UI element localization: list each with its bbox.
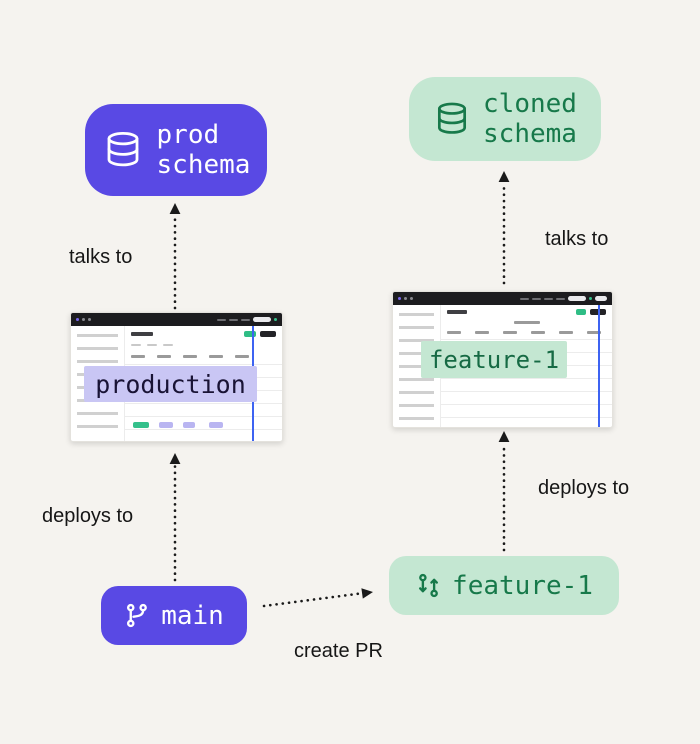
green-button-skeleton [244, 331, 256, 337]
column-header-skeleton [475, 331, 489, 334]
status-dot-icon [274, 318, 277, 321]
column-header-skeleton [183, 355, 197, 358]
feature-branch-label: feature-1 [452, 570, 593, 601]
page-title-skeleton [447, 310, 467, 314]
nav-skeleton [544, 297, 553, 300]
page-title-skeleton [131, 332, 153, 336]
arrow-production-to-prod-schema [169, 203, 181, 310]
column-header-skeleton [587, 331, 601, 334]
git-pull-request-icon [419, 573, 439, 598]
header-button-skeleton [568, 296, 586, 301]
column-header-skeleton [559, 331, 573, 334]
database-icon [107, 131, 138, 167]
production-env-badge: production [84, 366, 257, 402]
window-dot-icon [404, 297, 407, 300]
column-header-skeleton [131, 355, 145, 358]
cloned-schema-label-line1: cloned [483, 88, 577, 119]
column-header-skeleton [235, 355, 249, 358]
arrow-main-to-feature-branch [262, 588, 373, 608]
green-button-skeleton [576, 309, 586, 315]
main-branch-label: main [161, 600, 224, 631]
prod-schema-label: prod schema [157, 120, 251, 180]
arrow-main-to-production [169, 453, 181, 582]
toolbar-skeleton [163, 344, 173, 346]
cloned-schema-node: cloned schema [409, 77, 601, 161]
browser-header [71, 313, 282, 326]
edge-label-deploys-to-right: deploys to [538, 477, 630, 499]
table-cell-chip [159, 422, 173, 428]
arrow-feature-branch-to-feature-env [498, 431, 510, 552]
edge-label-talks-to-left: talks to [69, 246, 133, 268]
header-button-skeleton [253, 317, 271, 322]
table-cell-chip [133, 422, 149, 428]
database-icon [438, 102, 467, 134]
nav-skeleton [217, 318, 226, 321]
git-branch-icon [127, 603, 148, 628]
main-branch-node: main [101, 586, 247, 645]
cloned-schema-label-line2: schema [483, 119, 577, 149]
prod-schema-node: prod schema [85, 104, 267, 196]
column-header-skeleton [447, 331, 461, 334]
feature-env-badge: feature-1 [421, 341, 567, 378]
toolbar-skeleton [147, 344, 157, 346]
app-logo-dot-icon [398, 297, 401, 300]
window-dot-icon [82, 318, 85, 321]
status-dot-icon [589, 297, 592, 300]
dark-button-skeleton [260, 331, 276, 337]
nav-skeleton [241, 318, 250, 321]
nav-skeleton [520, 297, 529, 300]
app-logo-dot-icon [76, 318, 79, 321]
edge-label-create-pr: create PR [294, 640, 383, 662]
column-header-skeleton [503, 331, 517, 334]
nav-skeleton [229, 318, 238, 321]
column-header-skeleton [531, 331, 545, 334]
browser-header [393, 292, 612, 305]
header-button-skeleton [595, 296, 607, 301]
cursor-line [598, 305, 600, 427]
nav-skeleton [532, 297, 541, 300]
section-label-skeleton [513, 321, 540, 324]
window-dot-icon [410, 297, 413, 300]
edge-label-deploys-to-left: deploys to [42, 505, 134, 527]
column-header-skeleton [157, 355, 171, 358]
window-dot-icon [88, 318, 91, 321]
prod-schema-label-line2: schema [156, 150, 251, 180]
edge-label-talks-to-right: talks to [545, 228, 609, 250]
nav-skeleton [556, 297, 565, 300]
table-cell-chip [183, 422, 195, 428]
arrow-feature-env-to-cloned-schema [498, 171, 510, 285]
feature-branch-node: feature-1 [389, 556, 619, 615]
toolbar-skeleton [131, 344, 141, 346]
table-cell-chip [209, 422, 223, 428]
prod-schema-label-line1: prod [156, 119, 220, 150]
column-header-skeleton [209, 355, 223, 358]
cloned-schema-label: cloned schema [483, 89, 577, 149]
